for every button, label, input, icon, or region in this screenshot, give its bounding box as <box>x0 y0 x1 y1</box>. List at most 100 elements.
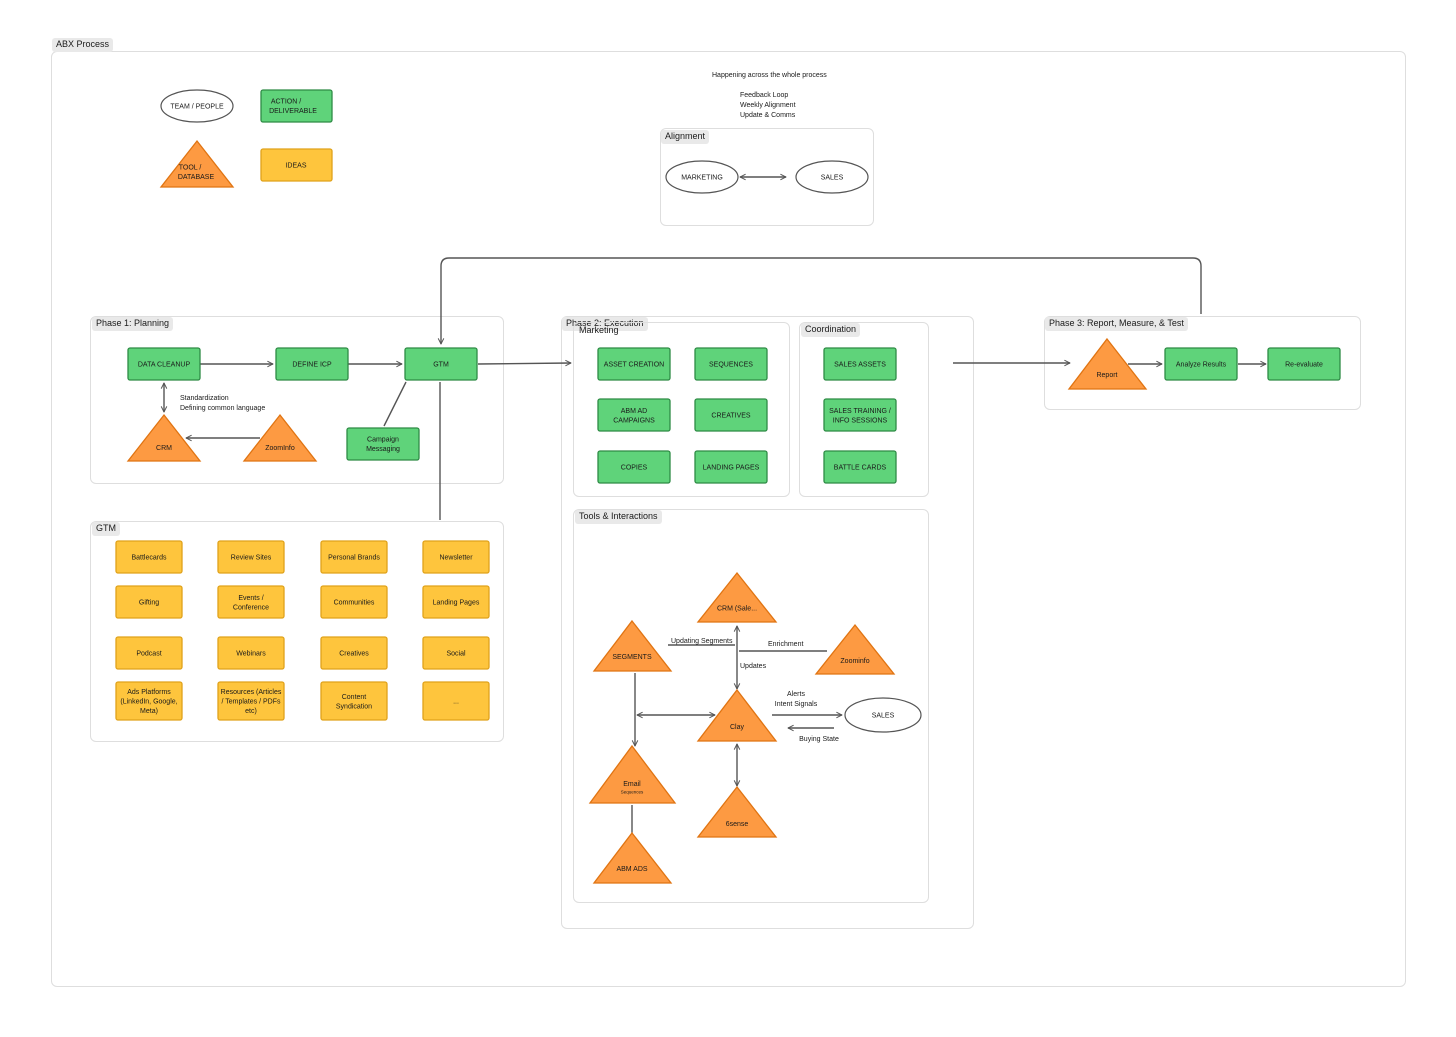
coordination-item-label: INFO SESSIONS <box>833 417 888 424</box>
tools-sales-label: SALES <box>872 713 895 720</box>
report-node[interactable] <box>1067 337 1148 390</box>
idea-card[interactable] <box>320 585 388 619</box>
report-label: Report <box>1096 372 1117 379</box>
crm-node[interactable] <box>126 413 202 462</box>
idea-card-label: Events / <box>238 595 263 602</box>
define-icp-node[interactable] <box>275 347 349 381</box>
idea-card[interactable] <box>422 636 490 670</box>
marketing-node-label: MARKETING <box>681 175 723 182</box>
idea-card[interactable] <box>115 636 183 670</box>
header-note-item: Update & Comms <box>740 112 796 119</box>
sixsense-label: 6sense <box>726 821 749 828</box>
idea-card[interactable] <box>217 540 285 574</box>
segments-node[interactable] <box>592 619 673 672</box>
zoominfo-label: ZoomInfo <box>265 445 295 452</box>
zoominfo-node[interactable] <box>242 413 318 462</box>
phase3-label[interactable]: Phase 3: Report, Measure, & Test <box>1045 317 1188 331</box>
idea-card[interactable] <box>217 636 285 670</box>
edge-label-updates: Updates <box>740 663 767 670</box>
analyze-results-node[interactable] <box>1164 347 1238 381</box>
idea-card-label: Webinars <box>236 651 266 658</box>
idea-card-label: / Templates / PDFs <box>221 699 281 706</box>
reevaluate-node[interactable] <box>1267 347 1341 381</box>
reevaluate-label: Re-evaluate <box>1285 362 1323 369</box>
campaign-messaging-label: Campaign <box>367 437 399 444</box>
abx-process-frame <box>51 51 1406 987</box>
idea-card-label: Conference <box>233 604 269 611</box>
email-label: Email <box>623 781 641 788</box>
idea-card[interactable] <box>422 681 490 721</box>
idea-card[interactable] <box>217 681 285 721</box>
gtm-node[interactable] <box>404 347 478 381</box>
idea-card-label: Communities <box>334 600 375 607</box>
email-sub-label: Sequences <box>621 790 644 795</box>
idea-card-label: Newsletter <box>439 555 473 562</box>
idea-card[interactable] <box>320 681 388 721</box>
segments-label: SEGMENTS <box>612 654 652 661</box>
idea-card[interactable] <box>320 636 388 670</box>
marketing-item[interactable] <box>597 398 671 432</box>
tools-label[interactable]: Tools & Interactions <box>575 510 662 524</box>
idea-card[interactable] <box>115 585 183 619</box>
idea-card[interactable] <box>115 681 183 721</box>
idea-card-label: Gifting <box>139 600 159 607</box>
marketing-item[interactable] <box>694 398 768 432</box>
clay-node[interactable] <box>696 688 778 742</box>
marketing-label[interactable]: Marketing <box>579 325 619 335</box>
sixsense-node[interactable] <box>696 785 778 838</box>
header-note-item: Weekly Alignment <box>740 102 796 109</box>
idea-card[interactable] <box>217 585 285 619</box>
abm-ads-node[interactable] <box>592 831 673 884</box>
edge-label-alerts: Alerts <box>787 691 805 698</box>
legend-action-box <box>260 89 333 123</box>
marketing-frame <box>573 322 790 497</box>
idea-card-label: Resources (Articles <box>221 689 282 696</box>
idea-card-label: Meta) <box>140 708 158 715</box>
marketing-item[interactable] <box>694 450 768 484</box>
email-node[interactable] <box>588 744 677 804</box>
sales-node[interactable] <box>795 160 869 194</box>
tools-zoominfo-node[interactable] <box>814 623 896 675</box>
gtm-label: GTM <box>433 362 449 369</box>
edge-label-enrichment: Enrichment <box>768 641 803 648</box>
coordination-item[interactable] <box>823 398 897 432</box>
tools-crm-node[interactable] <box>696 571 778 623</box>
marketing-item-label: CREATIVES <box>711 413 750 420</box>
idea-card[interactable] <box>422 585 490 619</box>
marketing-item[interactable] <box>597 347 671 381</box>
idea-card[interactable] <box>115 540 183 574</box>
gtm-ideas-frame <box>90 521 504 742</box>
marketing-item-label: ABM AD <box>621 408 647 415</box>
phase1-label[interactable]: Phase 1: Planning <box>92 317 174 331</box>
marketing-node[interactable] <box>665 160 739 194</box>
abm-ads-label: ABM ADS <box>616 866 647 873</box>
idea-card[interactable] <box>320 540 388 574</box>
marketing-item[interactable] <box>597 450 671 484</box>
alignment-label[interactable]: Alignment <box>661 130 710 144</box>
abx-process-title[interactable]: ABX Process <box>52 38 114 52</box>
sales-node-label: SALES <box>821 175 844 182</box>
campaign-messaging-node[interactable] <box>346 427 420 461</box>
header-note-item: Feedback Loop <box>740 92 789 99</box>
gtm-ideas-label[interactable]: GTM <box>92 522 120 536</box>
coordination-item[interactable] <box>823 450 897 484</box>
idea-card[interactable] <box>422 540 490 574</box>
legend-tool-label: DATABASE <box>178 174 215 181</box>
coordination-frame <box>799 322 929 497</box>
data-cleanup-node[interactable] <box>127 347 201 381</box>
analyze-results-label: Analyze Results <box>1176 362 1227 369</box>
edge-label-intent-signals: Intent Signals <box>775 701 818 708</box>
phase2-label[interactable]: Phase 2: Execution <box>562 317 648 331</box>
marketing-item-label: LANDING PAGES <box>703 465 760 472</box>
marketing-item[interactable] <box>694 347 768 381</box>
idea-card-label: (LinkedIn, Google, <box>120 699 177 706</box>
tools-sales-node[interactable] <box>844 697 922 733</box>
define-icp-label: DEFINE ICP <box>292 362 332 369</box>
coordination-label[interactable]: Coordination <box>801 323 861 337</box>
legend-action-label: DELIVERABLE <box>269 108 317 115</box>
coordination-item[interactable] <box>823 347 897 381</box>
